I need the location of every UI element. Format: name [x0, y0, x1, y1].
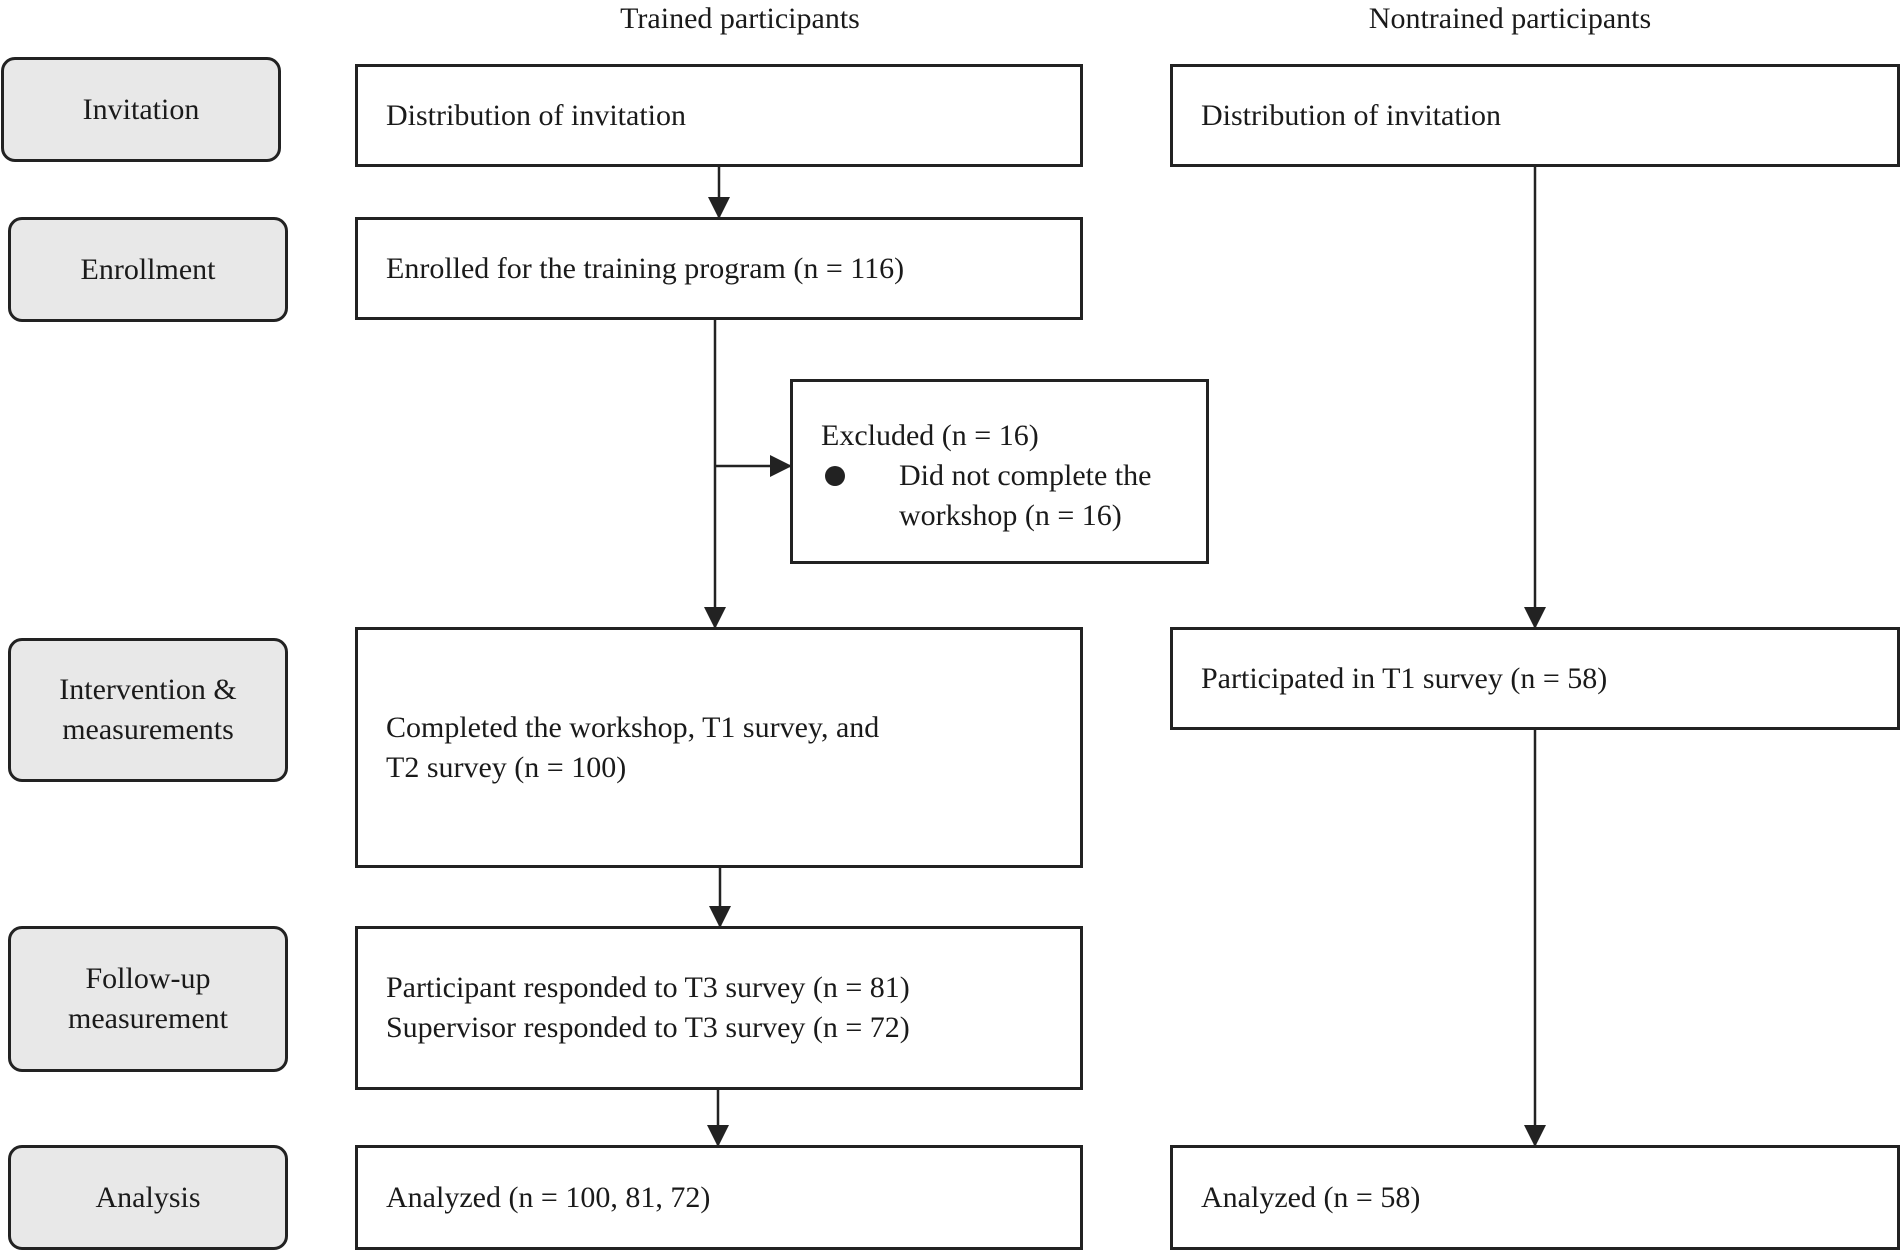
- stage-followup-label-line1: Follow-up: [85, 962, 211, 995]
- nontrained-participated-box: Participated in T1 survey (n = 58): [1170, 627, 1900, 730]
- stage-enrollment-label: Enrollment: [80, 252, 216, 286]
- stage-intervention-label-line2: measurements: [62, 713, 234, 746]
- trained-analyzed-text: Analyzed (n = 100, 81, 72): [386, 1180, 711, 1214]
- trained-excluded-box: Excluded (n = 16) Did not complete the w…: [790, 379, 1209, 564]
- stage-analysis: Analysis: [8, 1145, 288, 1250]
- nontrained-participated-text: Participated in T1 survey (n = 58): [1201, 661, 1608, 695]
- nontrained-invitation-text: Distribution of invitation: [1201, 98, 1501, 132]
- trained-excluded-reason-text: Did not complete the workshop (n = 16): [899, 456, 1151, 536]
- stage-intervention: Intervention & measurements: [8, 638, 288, 782]
- stage-followup-label-line2: measurement: [68, 1002, 228, 1035]
- stage-invitation: Invitation: [1, 57, 281, 162]
- trained-excluded-title: Excluded (n = 16): [821, 419, 1039, 452]
- trained-followup-line2: Supervisor responded to T3 survey (n = 7…: [386, 1011, 910, 1044]
- trained-completed-line1: Completed the workshop, T1 survey, and: [386, 710, 880, 744]
- trained-completed-line2: T2 survey (n = 100): [386, 750, 627, 784]
- bullet-icon: [825, 466, 845, 486]
- trained-invitation-text: Distribution of invitation: [386, 98, 686, 132]
- nontrained-analyzed-box: Analyzed (n = 58): [1170, 1145, 1900, 1250]
- nontrained-analyzed-text: Analyzed (n = 58): [1201, 1180, 1421, 1214]
- column-header-trained: Trained participants: [620, 2, 860, 35]
- column-header-nontrained: Nontrained participants: [1368, 2, 1652, 35]
- trained-followup-line1: Participant responded to T3 survey (n = …: [386, 971, 910, 1004]
- trained-completed-box: Completed the workshop, T1 survey, and T…: [355, 627, 1083, 868]
- nontrained-invitation-box: Distribution of invitation: [1170, 64, 1900, 167]
- trained-excluded-reason-line1: Did not complete the: [899, 459, 1152, 492]
- stage-intervention-label-line1: Intervention &: [59, 673, 237, 706]
- trained-excluded-reason-line2: workshop (n = 16): [899, 499, 1122, 532]
- trained-enrolled-text: Enrolled for the training program (n = 1…: [386, 251, 905, 285]
- stage-invitation-label: Invitation: [82, 92, 200, 126]
- trained-excluded-reason: Did not complete the workshop (n = 16): [821, 456, 1206, 536]
- stage-followup: Follow-up measurement: [8, 926, 288, 1072]
- trained-enrolled-box: Enrolled for the training program (n = 1…: [355, 217, 1083, 320]
- stage-enrollment: Enrollment: [8, 217, 288, 322]
- trained-invitation-box: Distribution of invitation: [355, 64, 1083, 167]
- stage-analysis-label: Analysis: [95, 1180, 201, 1214]
